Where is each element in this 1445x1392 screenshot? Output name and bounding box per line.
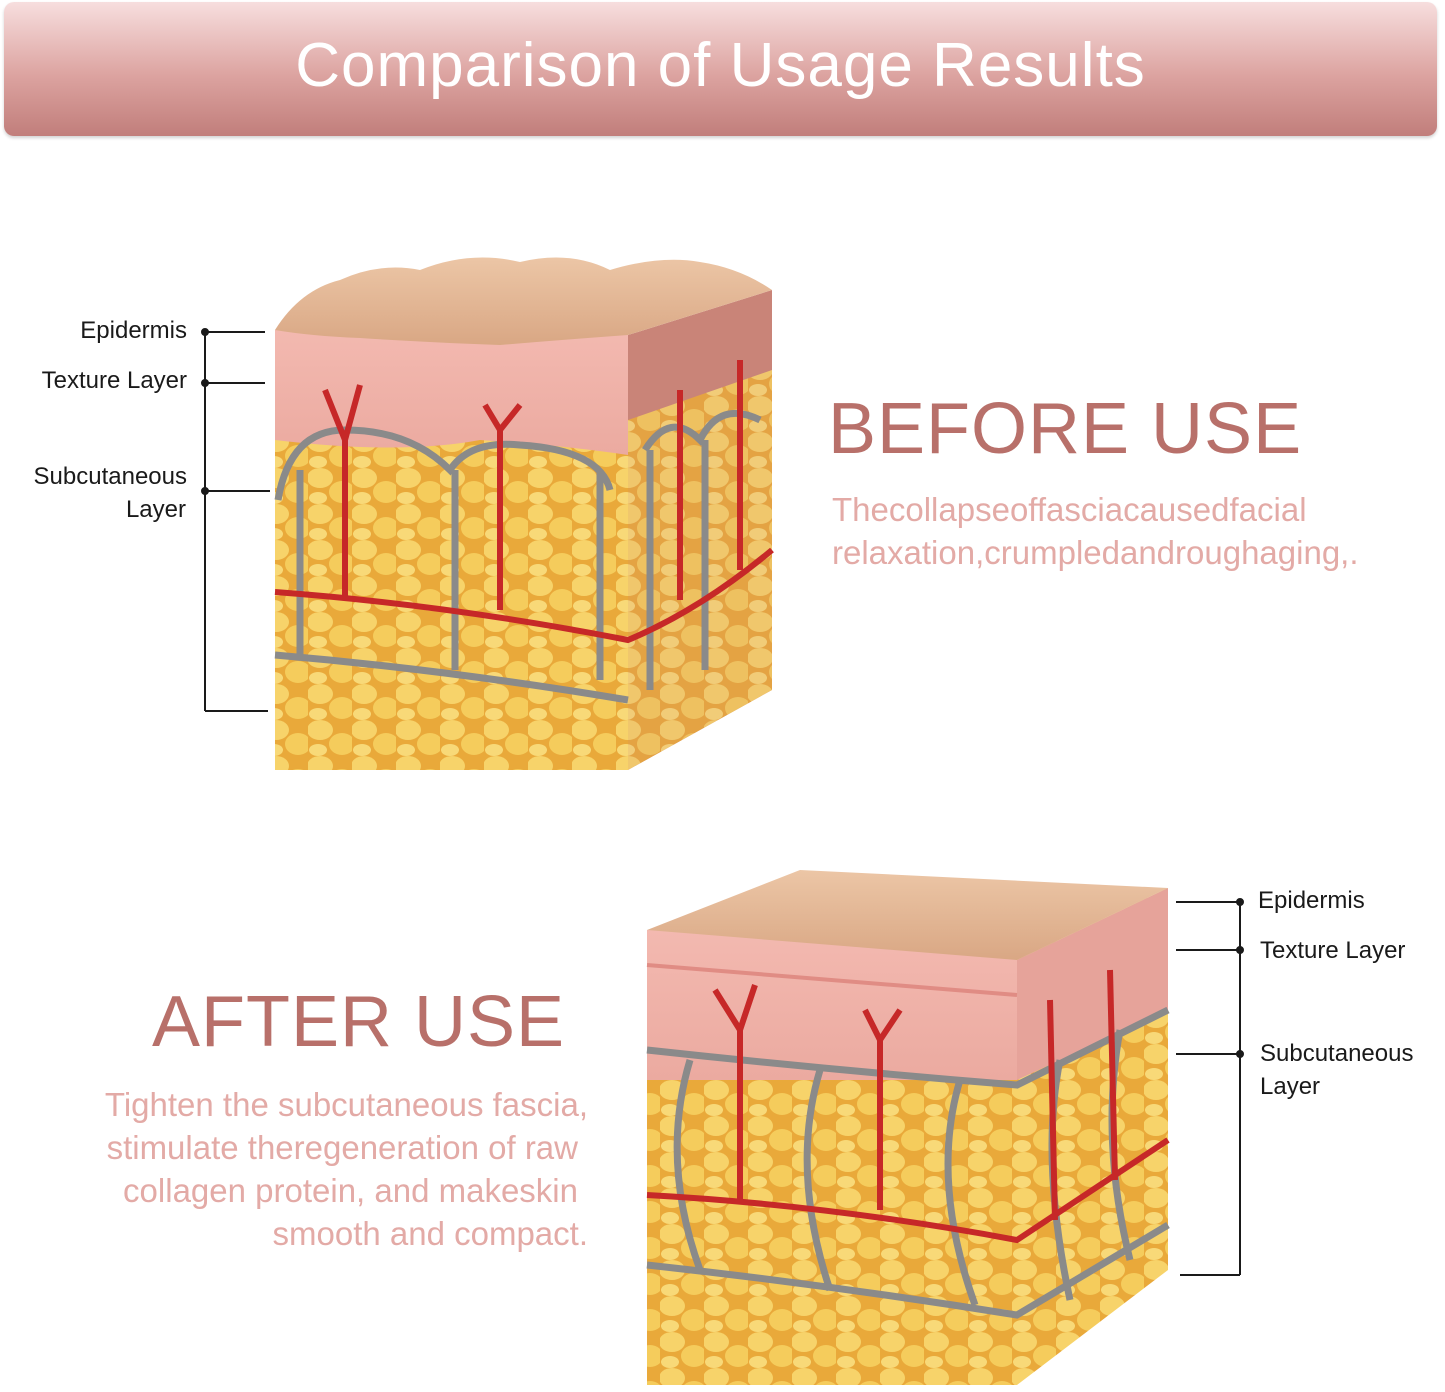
after-description-line: collagen protein, and makeskin — [123, 1172, 578, 1209]
after-epidermis-top — [647, 870, 1168, 960]
after-description-line: stimulate theregeneration of raw — [106, 1129, 578, 1166]
after-label-subcutaneous: Subcutaneous — [1260, 1040, 1414, 1067]
before-label-texture-layer: Texture Layer — [41, 367, 187, 394]
before-label-layer: Layer — [125, 496, 186, 523]
before-description: Thecollapseoffasciacausedfacial relaxati… — [832, 488, 1442, 574]
before-heading: BEFORE USE — [828, 389, 1303, 469]
before-skin-diagram — [274, 257, 774, 770]
before-epidermis-top — [275, 257, 772, 345]
before-layer-bracket — [201, 328, 270, 712]
page-title: Comparison of Usage Results — [295, 31, 1146, 100]
after-layer-bracket — [1176, 898, 1244, 1276]
before-description-line: relaxation,crumpledandroughaging,. — [832, 534, 1359, 571]
after-description-line: smooth and compact. — [272, 1215, 589, 1252]
after-skin-diagram — [646, 870, 1170, 1385]
title-banner: Comparison of Usage Results — [4, 2, 1437, 136]
after-label-layer: Layer — [1260, 1073, 1321, 1100]
after-label-epidermis: Epidermis — [1258, 887, 1365, 914]
before-label-subcutaneous: Subcutaneous — [33, 463, 187, 490]
before-label-epidermis: Epidermis — [80, 317, 187, 344]
after-description-line: Tighten the subcutaneous fascia, — [104, 1086, 588, 1123]
before-description-line: Thecollapseoffasciacausedfacial — [832, 491, 1307, 528]
after-description: Tighten the subcutaneous fascia, stimula… — [0, 1083, 588, 1255]
before-dermis-layer — [275, 330, 628, 455]
after-label-texture-layer: Texture Layer — [1260, 937, 1406, 964]
after-heading: AFTER USE — [152, 982, 566, 1062]
